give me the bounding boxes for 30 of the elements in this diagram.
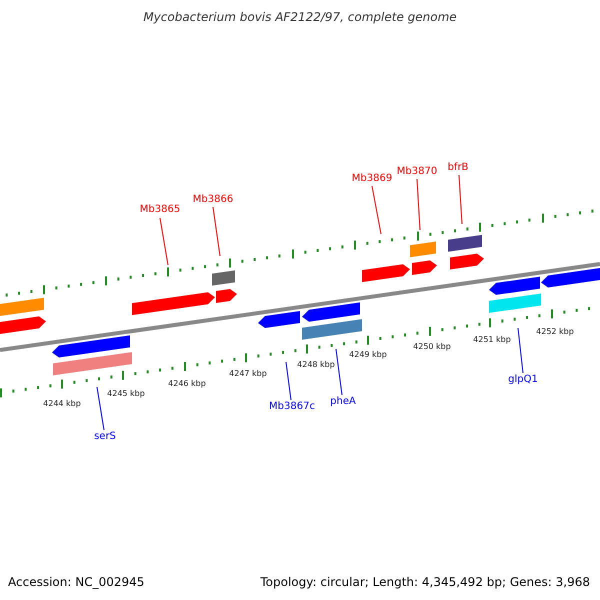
scale-label: 4244 kbp (43, 400, 81, 408)
leader-line (286, 362, 292, 400)
title: Mycobacterium bovis AF2122/97, complete genome (143, 11, 457, 23)
scale-label: 4245 kbp (107, 390, 145, 398)
scale-label: 4248 kbp (297, 361, 335, 369)
scale-label: 4246 kbp (168, 380, 206, 388)
gene-label: Mb3866 (192, 195, 234, 205)
leader-line (458, 174, 462, 224)
leader-line (372, 186, 382, 234)
accession-note: Accession: NC_002945 (8, 576, 144, 588)
gene-label: glpQ1 (508, 375, 538, 385)
scale-label: 4252 kbp (536, 328, 574, 336)
gene-label: serS (94, 432, 116, 442)
scale-label: 4247 kbp (229, 370, 267, 378)
leader-line (160, 218, 168, 266)
leader-line (416, 178, 420, 230)
leader-line (96, 386, 104, 430)
scale-label: 4249 kbp (349, 351, 387, 359)
gene-label: Mb3865 (140, 205, 180, 215)
genome-summary: Topology: circular; Length: 4,345,492 bp; Genes: 3,968 (260, 576, 590, 588)
gene-label: Mb3870 (396, 167, 438, 177)
gene-label: Mb3867c (269, 402, 315, 412)
gene-label: pheA (330, 397, 356, 407)
leader-line (336, 348, 342, 396)
leader-line (212, 206, 220, 256)
gene-label: Mb3869 (352, 174, 392, 184)
scale-label: 4251 kbp (473, 336, 511, 344)
scale-label: 4250 kbp (413, 343, 451, 351)
leader-line (518, 328, 524, 374)
gene-label: bfrB (448, 163, 468, 173)
